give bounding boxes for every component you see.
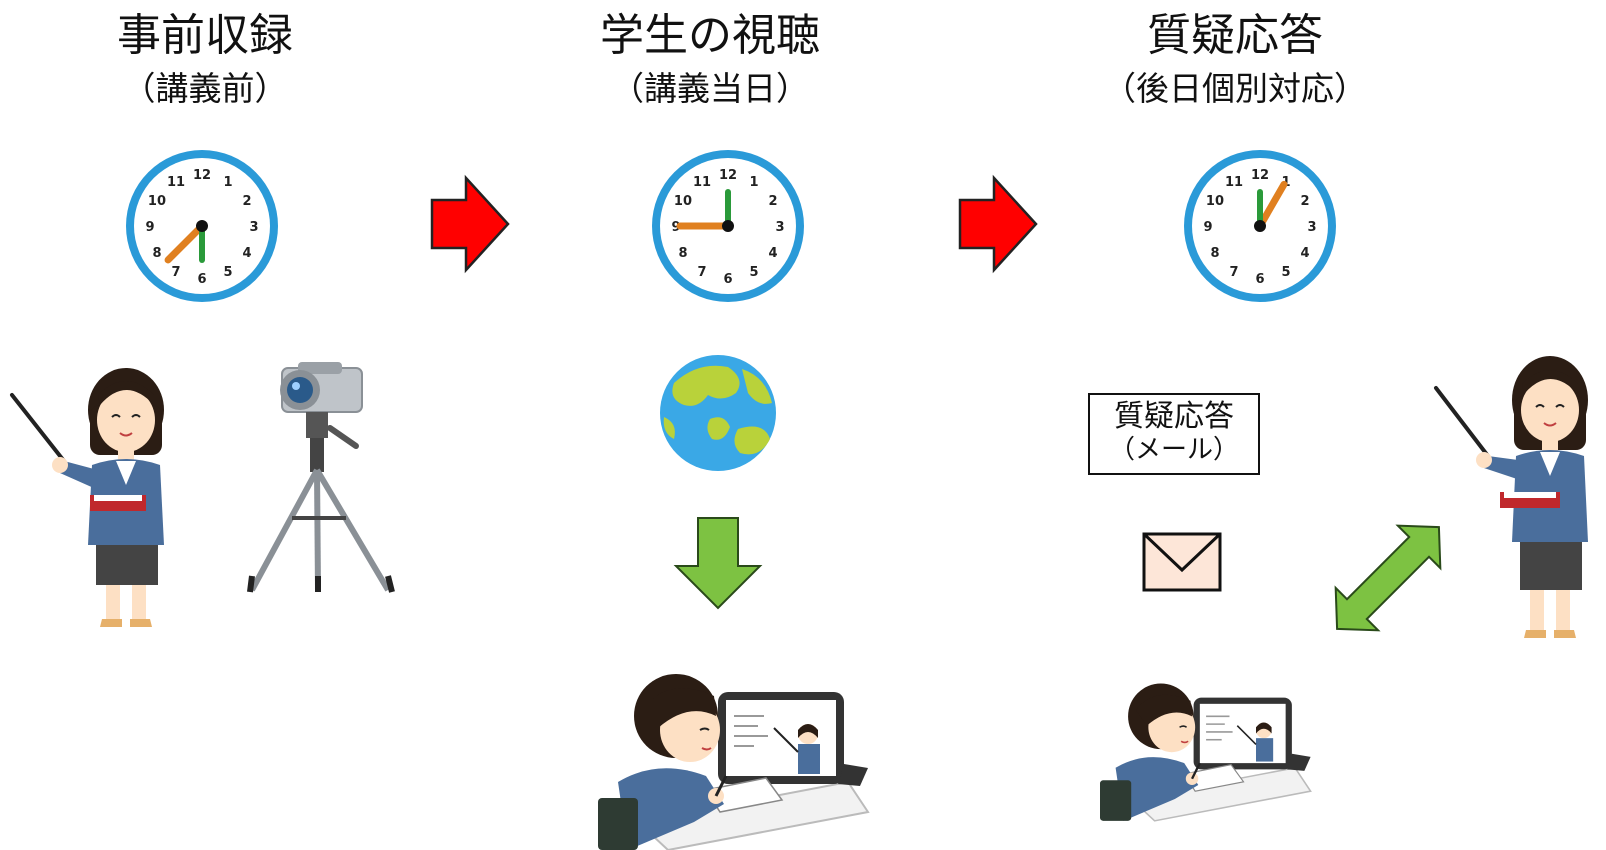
clock-number: 12 xyxy=(193,168,211,183)
clock-number: 8 xyxy=(678,246,687,261)
tripod-icon xyxy=(247,412,395,593)
clock-number: 12 xyxy=(719,168,737,183)
student-icon xyxy=(598,674,870,850)
clock-number: 11 xyxy=(1225,175,1243,190)
clock-number: 7 xyxy=(697,265,706,280)
student-icon xyxy=(1100,683,1312,822)
clock-number: 4 xyxy=(769,246,778,261)
clock-number: 11 xyxy=(693,175,711,190)
clock-number: 6 xyxy=(1255,272,1264,287)
tablet-icon xyxy=(1193,697,1311,771)
video-camera-icon xyxy=(280,362,363,413)
clock-center xyxy=(196,220,208,232)
down-arrow-icon xyxy=(673,517,763,610)
clock-number: 3 xyxy=(249,220,258,235)
clock-number: 1 xyxy=(223,175,232,190)
clock-number: 7 xyxy=(1229,265,1238,280)
clock-number: 3 xyxy=(775,220,784,235)
globe-icon xyxy=(660,355,776,471)
step-subtitle-recording: （講義前） xyxy=(122,69,288,108)
right-arrow-icon xyxy=(958,174,1038,274)
step-title-qa: 質疑応答 xyxy=(1147,10,1323,61)
clock-number: 8 xyxy=(152,246,161,261)
mail-label-line2: （メール） xyxy=(1108,435,1239,465)
clock-number: 12 xyxy=(1251,168,1269,183)
clock-number: 4 xyxy=(1301,246,1310,261)
clock-number: 3 xyxy=(1307,220,1316,235)
envelope-icon xyxy=(1142,532,1222,592)
clock-number: 2 xyxy=(243,194,252,209)
step-title-recording: 事前収録 xyxy=(117,10,293,61)
clock-number: 4 xyxy=(243,246,252,261)
clock-number: 11 xyxy=(167,175,185,190)
clock-number: 9 xyxy=(145,220,154,235)
step-subtitle-viewing: （講義当日） xyxy=(611,69,809,108)
clock-number: 7 xyxy=(171,265,180,280)
clock-number: 10 xyxy=(674,194,692,209)
clock-number: 2 xyxy=(769,194,778,209)
clock-number: 8 xyxy=(1210,246,1219,261)
clock-hour-hand xyxy=(164,222,206,264)
clock-number: 5 xyxy=(1281,265,1290,280)
teacher-icon xyxy=(10,368,164,627)
clock-number: 1 xyxy=(749,175,758,190)
teacher-icon xyxy=(1434,356,1588,638)
clock-number: 9 xyxy=(671,220,680,235)
mail-label-line1: 質疑応答 xyxy=(1114,399,1234,434)
clock-number: 10 xyxy=(1206,194,1224,209)
clock-number: 5 xyxy=(749,265,758,280)
tablet-icon xyxy=(718,692,868,786)
clock-number: 9 xyxy=(1203,220,1212,235)
clock-number: 6 xyxy=(723,272,732,287)
mail-qa-label: 質疑応答 （メール） xyxy=(1088,393,1260,475)
clock-hour-hand xyxy=(1256,180,1288,230)
clock-number: 2 xyxy=(1301,194,1310,209)
double-arrow-icon xyxy=(1334,524,1442,632)
step-title-viewing: 学生の視聴 xyxy=(600,10,820,61)
clock-number: 6 xyxy=(197,272,206,287)
clock-center xyxy=(1254,220,1266,232)
right-arrow-icon xyxy=(430,174,510,274)
clock-number: 10 xyxy=(148,194,166,209)
clock-number: 5 xyxy=(223,265,232,280)
clock-center xyxy=(722,220,734,232)
step-subtitle-qa: （後日個別対応） xyxy=(1103,69,1367,108)
